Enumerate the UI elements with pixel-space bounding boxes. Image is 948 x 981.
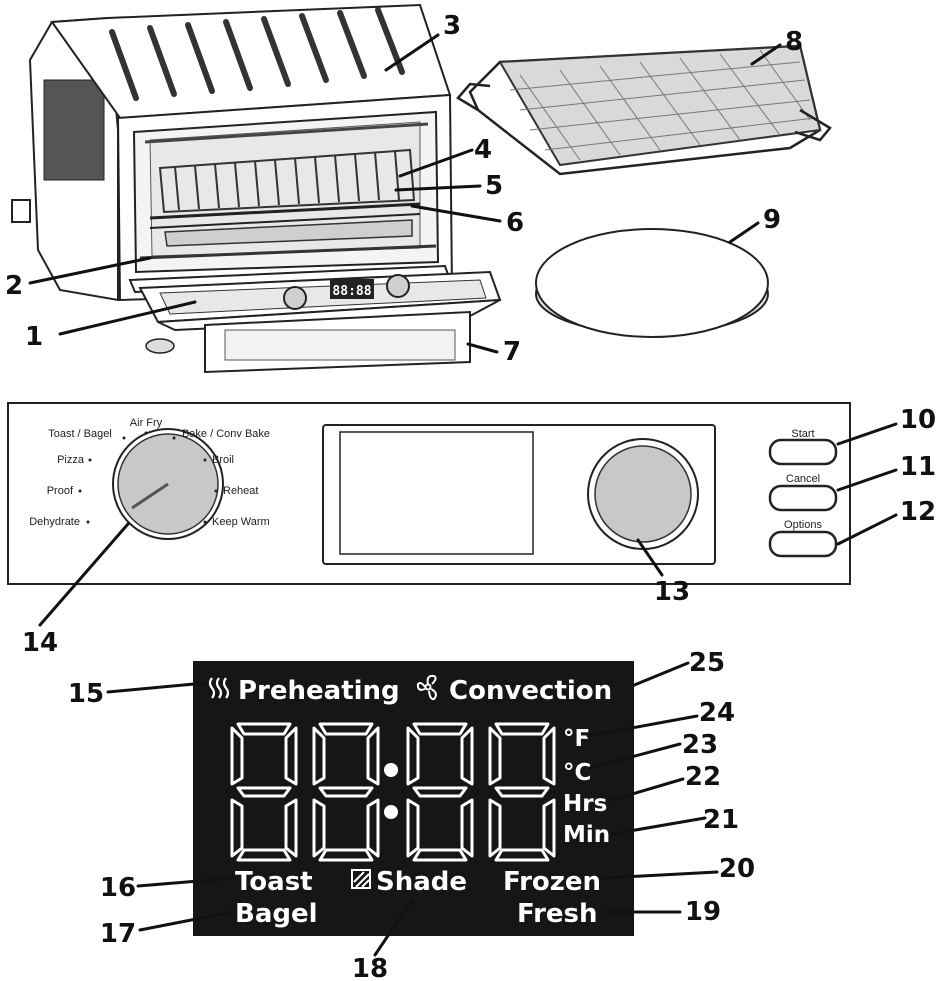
convection-label: Convection: [449, 676, 612, 706]
dial-label-pizza: Pizza: [57, 454, 85, 466]
fresh-label: Fresh: [517, 899, 598, 929]
fan-icon: [416, 674, 437, 701]
digit-2: [312, 722, 380, 862]
callout-6: 6: [506, 208, 524, 238]
frozen-label: Frozen: [503, 867, 601, 897]
shade-icon: [351, 869, 371, 889]
digit-1: [230, 722, 298, 862]
dial-label-reheat: Reheat: [223, 485, 258, 497]
digit-display: [230, 722, 556, 862]
callout-23: 23: [682, 730, 718, 760]
heat-waves-icon: [208, 677, 230, 699]
side-vent: [43, 79, 105, 181]
display-window: [339, 431, 534, 555]
start-button[interactable]: Start: [768, 428, 838, 466]
dial-label-dehydrate: Dehydrate: [29, 516, 80, 528]
cancel-button[interactable]: Cancel: [768, 473, 838, 512]
callout-8: 8: [785, 27, 803, 57]
callout-3: 3: [443, 11, 461, 41]
callout-lines: [28, 33, 898, 957]
callout-11: 11: [900, 452, 936, 482]
wire-rack: [158, 148, 416, 214]
callout-16: 16: [100, 873, 136, 903]
control-panel: Toast / Bagel Air Fry Bake / Conv Bake P…: [7, 402, 851, 585]
dial-label-toast-bagel: Toast / Bagel: [48, 428, 112, 440]
callout-10: 10: [900, 405, 936, 435]
colon-bottom: [384, 805, 398, 819]
dial-label-proof: Proof: [47, 485, 74, 497]
callout-13: 13: [654, 577, 690, 607]
callout-numbers: 1 2 3 4 5 6 7 8 9 10 11 12 13 14 15 16 1…: [5, 11, 936, 981]
pizza-stone-illustration: [535, 228, 769, 338]
callout-9: 9: [763, 205, 781, 235]
options-button-label: Options: [784, 519, 822, 531]
callout-17: 17: [100, 919, 136, 949]
hrs-label: Hrs: [563, 791, 607, 817]
mini-display-digits: 88:88: [332, 284, 371, 299]
callout-14: 14: [22, 628, 58, 658]
bagel-label: Bagel: [235, 899, 318, 929]
callout-5: 5: [485, 171, 503, 201]
cancel-button-label: Cancel: [786, 473, 820, 485]
callout-18: 18: [352, 954, 388, 981]
dial-label-broil: Broil: [212, 454, 234, 466]
callout-4: 4: [474, 135, 492, 165]
air-fry-basket-illustration: [456, 44, 832, 176]
colon-top: [384, 763, 398, 777]
dial-label-bake: Bake / Conv Bake: [182, 428, 270, 440]
dial-label-air-fry: Air Fry: [130, 417, 163, 429]
digit-3: [406, 722, 474, 862]
shade-label: Shade: [376, 867, 467, 897]
callout-7: 7: [503, 337, 521, 367]
callout-21: 21: [703, 805, 739, 835]
callout-24: 24: [699, 698, 735, 728]
toaster-oven-illustration: 88:88: [11, 3, 502, 374]
callout-19: 19: [685, 897, 721, 927]
dial-label-keep-warm: Keep Warm: [212, 516, 270, 528]
digit-4: [488, 722, 556, 862]
callout-25: 25: [689, 648, 725, 678]
options-button[interactable]: Options: [768, 519, 838, 558]
callout-15: 15: [68, 679, 104, 709]
callout-1: 1: [25, 322, 43, 352]
adjust-dial[interactable]: [594, 445, 692, 543]
toast-label: Toast: [235, 867, 313, 897]
start-button-label: Start: [791, 428, 814, 440]
unit-f-label: °F: [563, 726, 590, 752]
callout-2: 2: [5, 271, 23, 301]
callout-12: 12: [900, 497, 936, 527]
preheating-label: Preheating: [238, 676, 400, 706]
unit-c-label: °C: [563, 760, 591, 786]
callout-22: 22: [685, 762, 721, 792]
min-label: Min: [563, 822, 610, 848]
lcd-display: Preheating Convection: [193, 661, 634, 936]
callout-20: 20: [719, 854, 755, 884]
